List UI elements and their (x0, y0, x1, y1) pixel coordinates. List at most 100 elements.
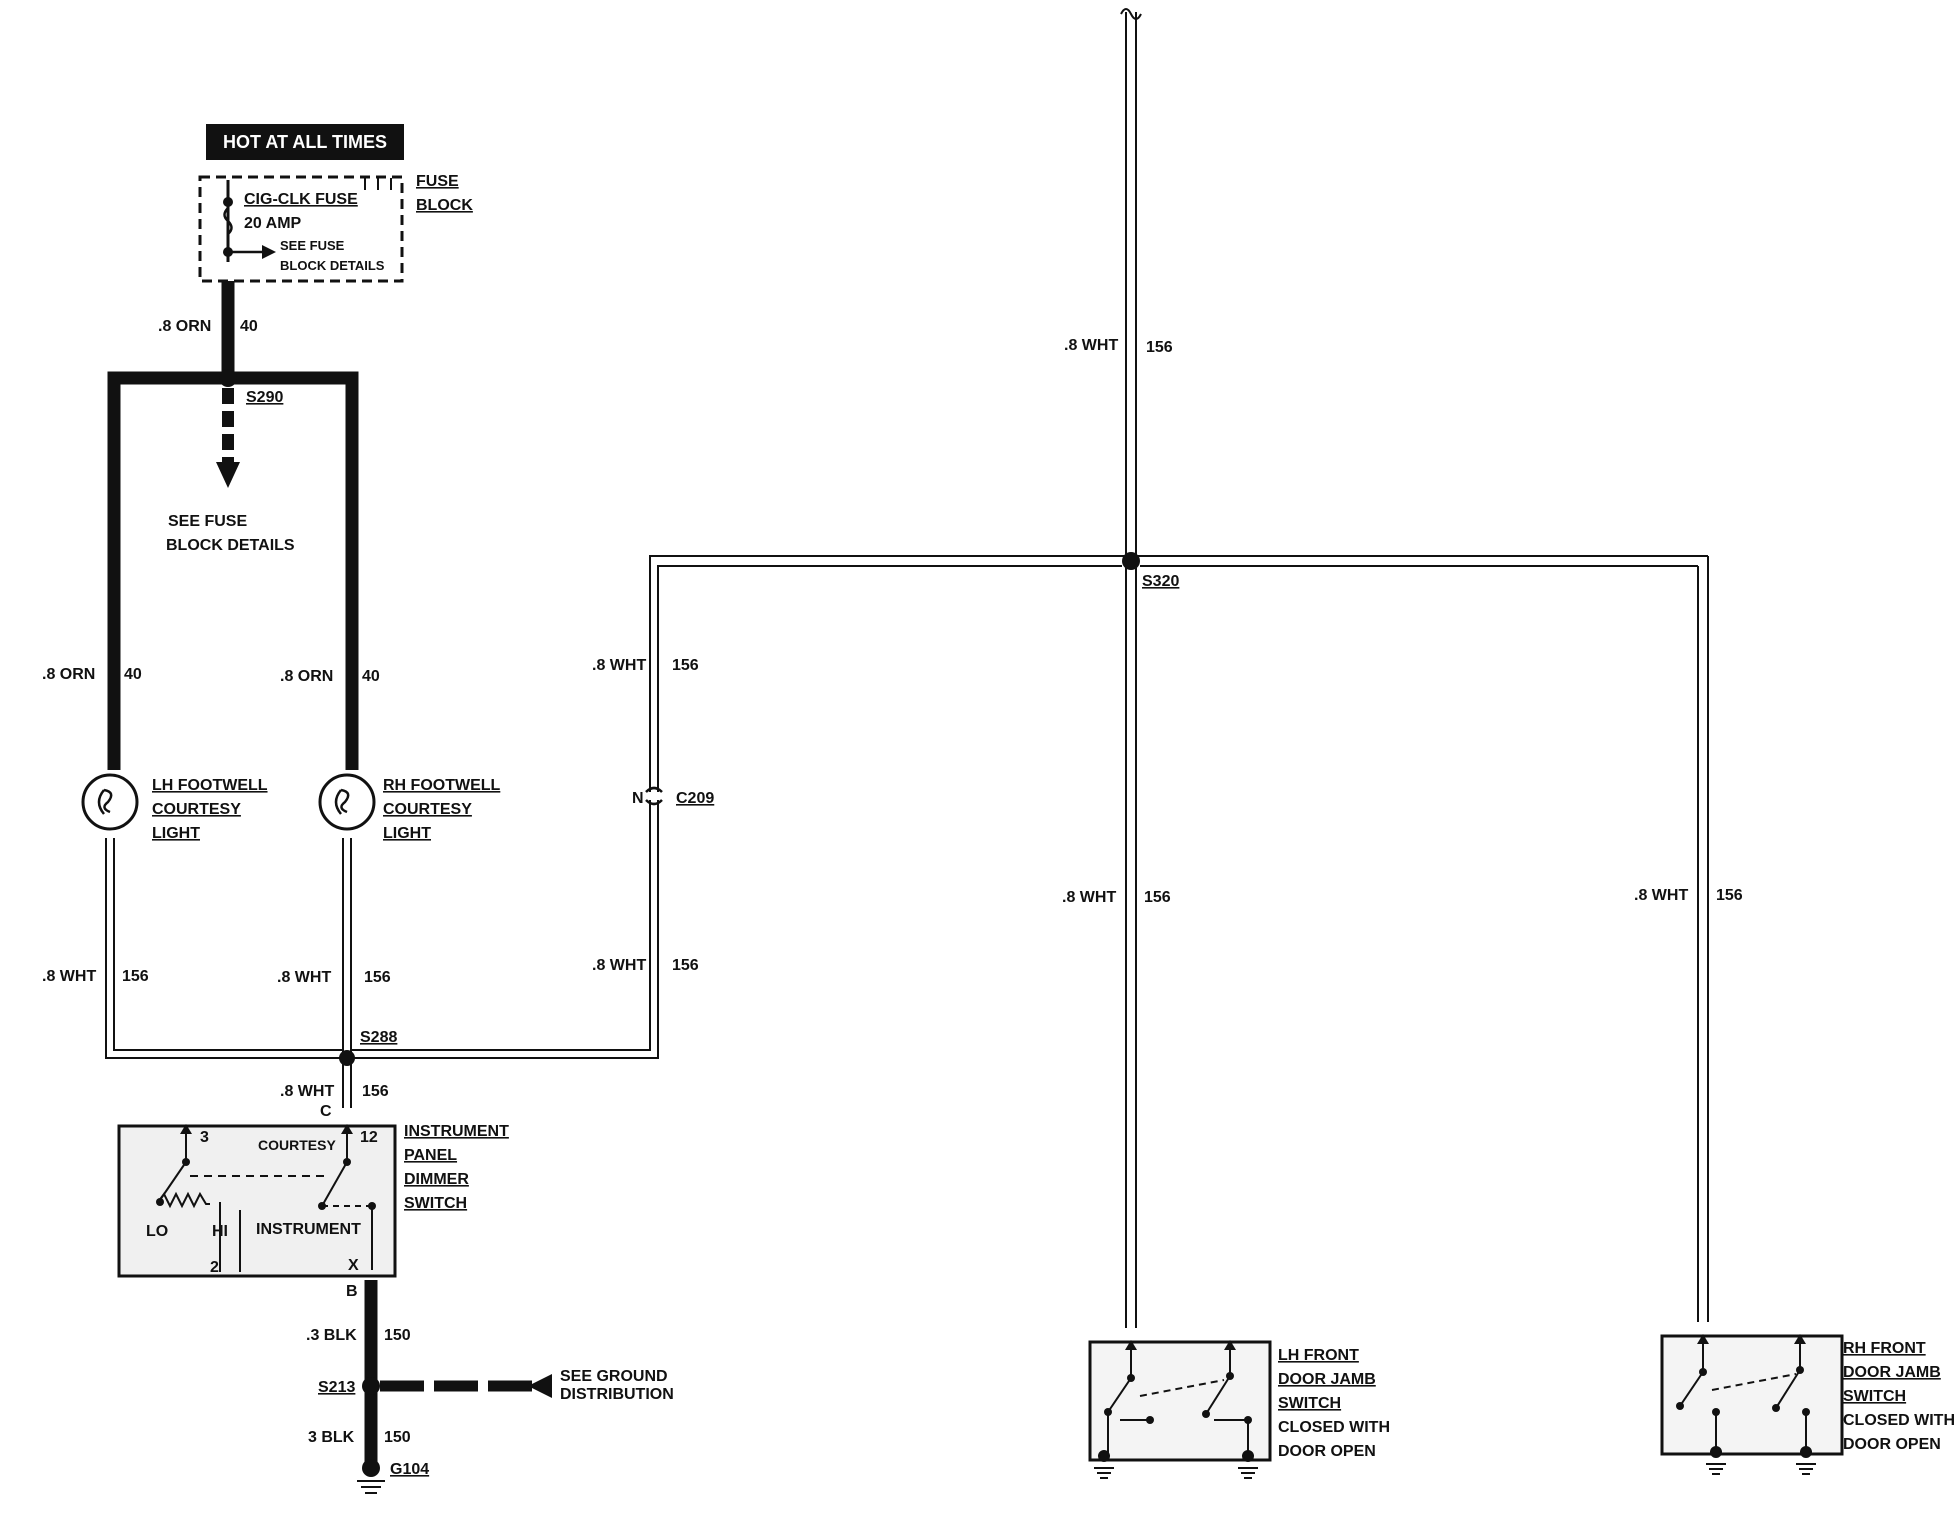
dimmer-pin-3: 3 (200, 1129, 209, 1146)
splice-s213-label: S213 (318, 1379, 355, 1396)
dimmer-hi-label: HI (212, 1223, 228, 1240)
dimmer-connector-c: C (320, 1103, 332, 1120)
wire-wht-156-right (1122, 12, 1709, 1328)
dimmer-label-2: PANEL (404, 1147, 457, 1164)
rh-door-switch-label-2: DOOR JAMB (1843, 1364, 1941, 1381)
wire-label-wht-dimmer: .8 WHT (280, 1083, 334, 1100)
splice-s290 (219, 369, 237, 387)
rh-door-switch-label-5: DOOR OPEN (1843, 1436, 1941, 1453)
wire-label-orn-rh: .8 ORN (280, 668, 333, 685)
splice-s288-label: S288 (360, 1029, 397, 1046)
lh-door-switch-internals (1107, 1340, 1249, 1456)
wire-circuit-40-feed: 40 (240, 318, 258, 335)
see-fuse-block-label-2: BLOCK DETAILS (166, 537, 295, 554)
wire-circuit-156-lh: 156 (122, 968, 149, 985)
see-fuse-arrow-icon (262, 245, 276, 259)
rh-door-switch-box (1660, 1334, 1844, 1456)
dimmer-label-3: DIMMER (404, 1171, 469, 1188)
lh-footwell-light-icon (81, 773, 139, 831)
wire-label-wht-rh-door: .8 WHT (1634, 887, 1688, 904)
lh-footwell-label-3: LIGHT (152, 825, 200, 842)
wire-label-wht-lh-door: .8 WHT (1062, 889, 1116, 906)
wire-circuit-40-lh: 40 (124, 666, 142, 683)
ground-distribution-label-1: SEE GROUND (560, 1368, 668, 1385)
splice-s320 (1122, 552, 1140, 570)
lh-door-switch-box (1088, 1340, 1272, 1462)
rh-door-switch-internals (1679, 1334, 1807, 1452)
wire-label-wht-c209-lower: .8 WHT (592, 957, 646, 974)
wire-label-blk-lower: 3 BLK (308, 1429, 355, 1446)
dimmer-instrument-label: INSTRUMENT (256, 1221, 361, 1238)
fuse-block-outline (198, 175, 404, 283)
rh-footwell-light-icon (318, 773, 376, 831)
splice-s288 (339, 1050, 355, 1066)
splice-s213 (362, 1377, 380, 1395)
dimmer-label-4: SWITCH (404, 1195, 467, 1212)
wire-circuit-150-upper: 150 (384, 1327, 411, 1344)
rh-door-ground-icon (1706, 1446, 1816, 1475)
ground-distribution-label-2: DISTRIBUTION (560, 1386, 674, 1403)
ground-g104-icon (357, 1459, 385, 1494)
rh-footwell-label-2: COURTESY (383, 801, 472, 818)
wire-label-blk-upper: .3 BLK (306, 1327, 357, 1344)
wire-label-wht-top: .8 WHT (1064, 337, 1118, 354)
wire-circuit-156-rh: 156 (364, 969, 391, 986)
connector-c209-label: C209 (676, 790, 714, 807)
connector-c209-pin: N (632, 790, 644, 807)
wire-circuit-150-lower: 150 (384, 1429, 411, 1446)
connector-c209-icon (645, 786, 663, 806)
rh-footwell-label-1: RH FOOTWELL (383, 777, 501, 794)
wire-label-orn-lh: .8 ORN (42, 666, 95, 683)
wire-label-wht-lh: .8 WHT (42, 968, 96, 985)
wire-circuit-156-dimmer: 156 (362, 1083, 389, 1100)
splice-s320-label: S320 (1142, 573, 1179, 590)
fuse-symbol (223, 207, 233, 235)
wire-circuit-156-c209-lower: 156 (672, 957, 699, 974)
wire-circuit-156-lh-door: 156 (1144, 889, 1171, 906)
fuse-name-label: CIG-CLK FUSE (244, 191, 358, 208)
ground-g104-label: G104 (390, 1461, 429, 1478)
wire-circuit-156-top: 156 (1146, 339, 1173, 356)
dimmer-switch-internals (157, 1124, 373, 1272)
lh-footwell-label-1: LH FOOTWELL (152, 777, 268, 794)
splice-s290-label: S290 (246, 389, 283, 406)
see-fuse-block-label-1: SEE FUSE (168, 513, 247, 530)
wire-circuit-156-c209-upper: 156 (672, 657, 699, 674)
lh-door-switch-label-5: DOOR OPEN (1278, 1443, 1376, 1460)
dimmer-lo-label: LO (146, 1223, 168, 1240)
wire-circuit-156-rh-door: 156 (1716, 887, 1743, 904)
dimmer-courtesy-label: COURTESY (258, 1137, 336, 1153)
wire-label-orn-feed: .8 ORN (158, 318, 211, 335)
wire-break-icon (1120, 8, 1142, 20)
dimmer-pin-2: 2 (210, 1259, 219, 1276)
fuse-detail-label-2: BLOCK DETAILS (280, 258, 385, 273)
dimmer-switch-box (117, 1124, 397, 1278)
hot-at-all-times-label: HOT AT ALL TIMES (223, 132, 387, 152)
wire-label-wht-c209-upper: .8 WHT (592, 657, 646, 674)
lh-door-switch-label-3: SWITCH (1278, 1395, 1341, 1412)
dimmer-connector-b: B (346, 1283, 358, 1300)
dimmer-pin-12: 12 (360, 1129, 378, 1146)
fuse-rating-label: 20 AMP (244, 215, 302, 232)
dimmer-label-1: INSTRUMENT (404, 1123, 509, 1140)
fuse-block-label-2: BLOCK (416, 197, 473, 214)
see-fuse-block-arrow-icon (216, 462, 240, 488)
lh-door-switch-label-4: CLOSED WITH (1278, 1419, 1390, 1436)
fuse-detail-label-1: SEE FUSE (280, 238, 345, 253)
lh-door-switch-label-2: DOOR JAMB (1278, 1371, 1376, 1388)
lh-door-ground-icon (1094, 1450, 1258, 1479)
rh-footwell-label-3: LIGHT (383, 825, 431, 842)
fuse-block-label-1: FUSE (416, 173, 459, 190)
rh-door-switch-label-3: SWITCH (1843, 1388, 1906, 1405)
dimmer-pin-x: X (348, 1257, 359, 1274)
rh-door-switch-label-4: CLOSED WITH (1843, 1412, 1954, 1429)
hot-at-all-times-box (206, 124, 404, 160)
lh-door-switch-label-1: LH FRONT (1278, 1347, 1359, 1364)
wire-wht-156-left (105, 555, 1122, 1108)
ground-distribution-arrow-icon (528, 1374, 552, 1398)
wire-circuit-40-rh: 40 (362, 668, 380, 685)
rh-door-switch-label-1: RH FRONT (1843, 1340, 1926, 1357)
lh-footwell-label-2: COURTESY (152, 801, 241, 818)
wire-label-wht-rh: .8 WHT (277, 969, 331, 986)
